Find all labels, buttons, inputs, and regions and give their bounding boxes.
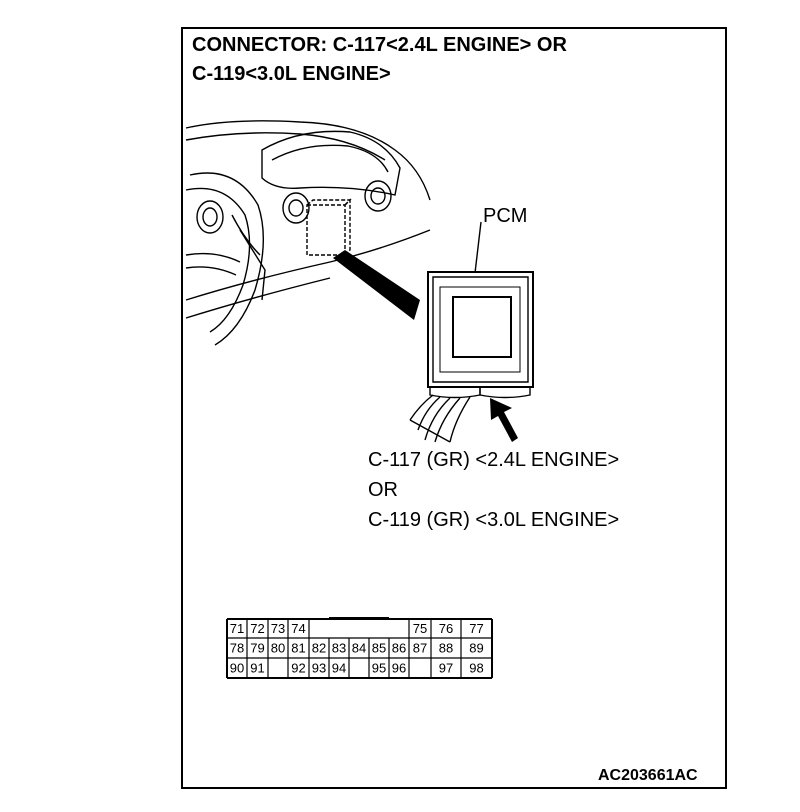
pin-number: 98 [469,661,483,676]
connector-label-c119: C-119 (GR) <3.0L ENGINE> [368,509,620,531]
pin-number: 87 [413,641,427,656]
pin-number: 91 [250,661,264,676]
pin-number: 77 [469,621,483,636]
pin-number: 86 [392,641,406,656]
pin-number: 79 [250,641,264,656]
pin-number: 81 [291,641,305,656]
pin-number: 72 [250,621,264,636]
pin-number: 76 [439,621,453,636]
pin-number: 74 [291,621,305,636]
pin-number: 90 [230,661,244,676]
connector-or-label: OR [368,479,398,501]
pin-number: 85 [372,641,386,656]
connector-title-line-1: CONNECTOR: C-117<2.4L ENGINE> OR [192,34,567,56]
diagram-frame [181,27,727,789]
reference-code: AC203661AC [598,767,698,784]
pin-number: 80 [271,641,285,656]
pin-number: 95 [372,661,386,676]
pin-number: 83 [332,641,346,656]
pin-number: 93 [312,661,326,676]
pin-number: 88 [439,641,453,656]
connector-label-c117: C-117 (GR) <2.4L ENGINE> [368,449,620,471]
pin-number: 96 [392,661,406,676]
pin-number: 82 [312,641,326,656]
pin-number: 92 [291,661,305,676]
pin-number: 71 [230,621,244,636]
pin-number: 89 [469,641,483,656]
pin-number: 84 [352,641,366,656]
pin-number: 73 [271,621,285,636]
pin-number: 78 [230,641,244,656]
pin-number: 94 [332,661,346,676]
connector-title-line-2: C-119<3.0L ENGINE> [192,63,391,85]
pin-number: 97 [439,661,453,676]
pcm-label: PCM [483,205,528,227]
pin-number: 75 [413,621,427,636]
